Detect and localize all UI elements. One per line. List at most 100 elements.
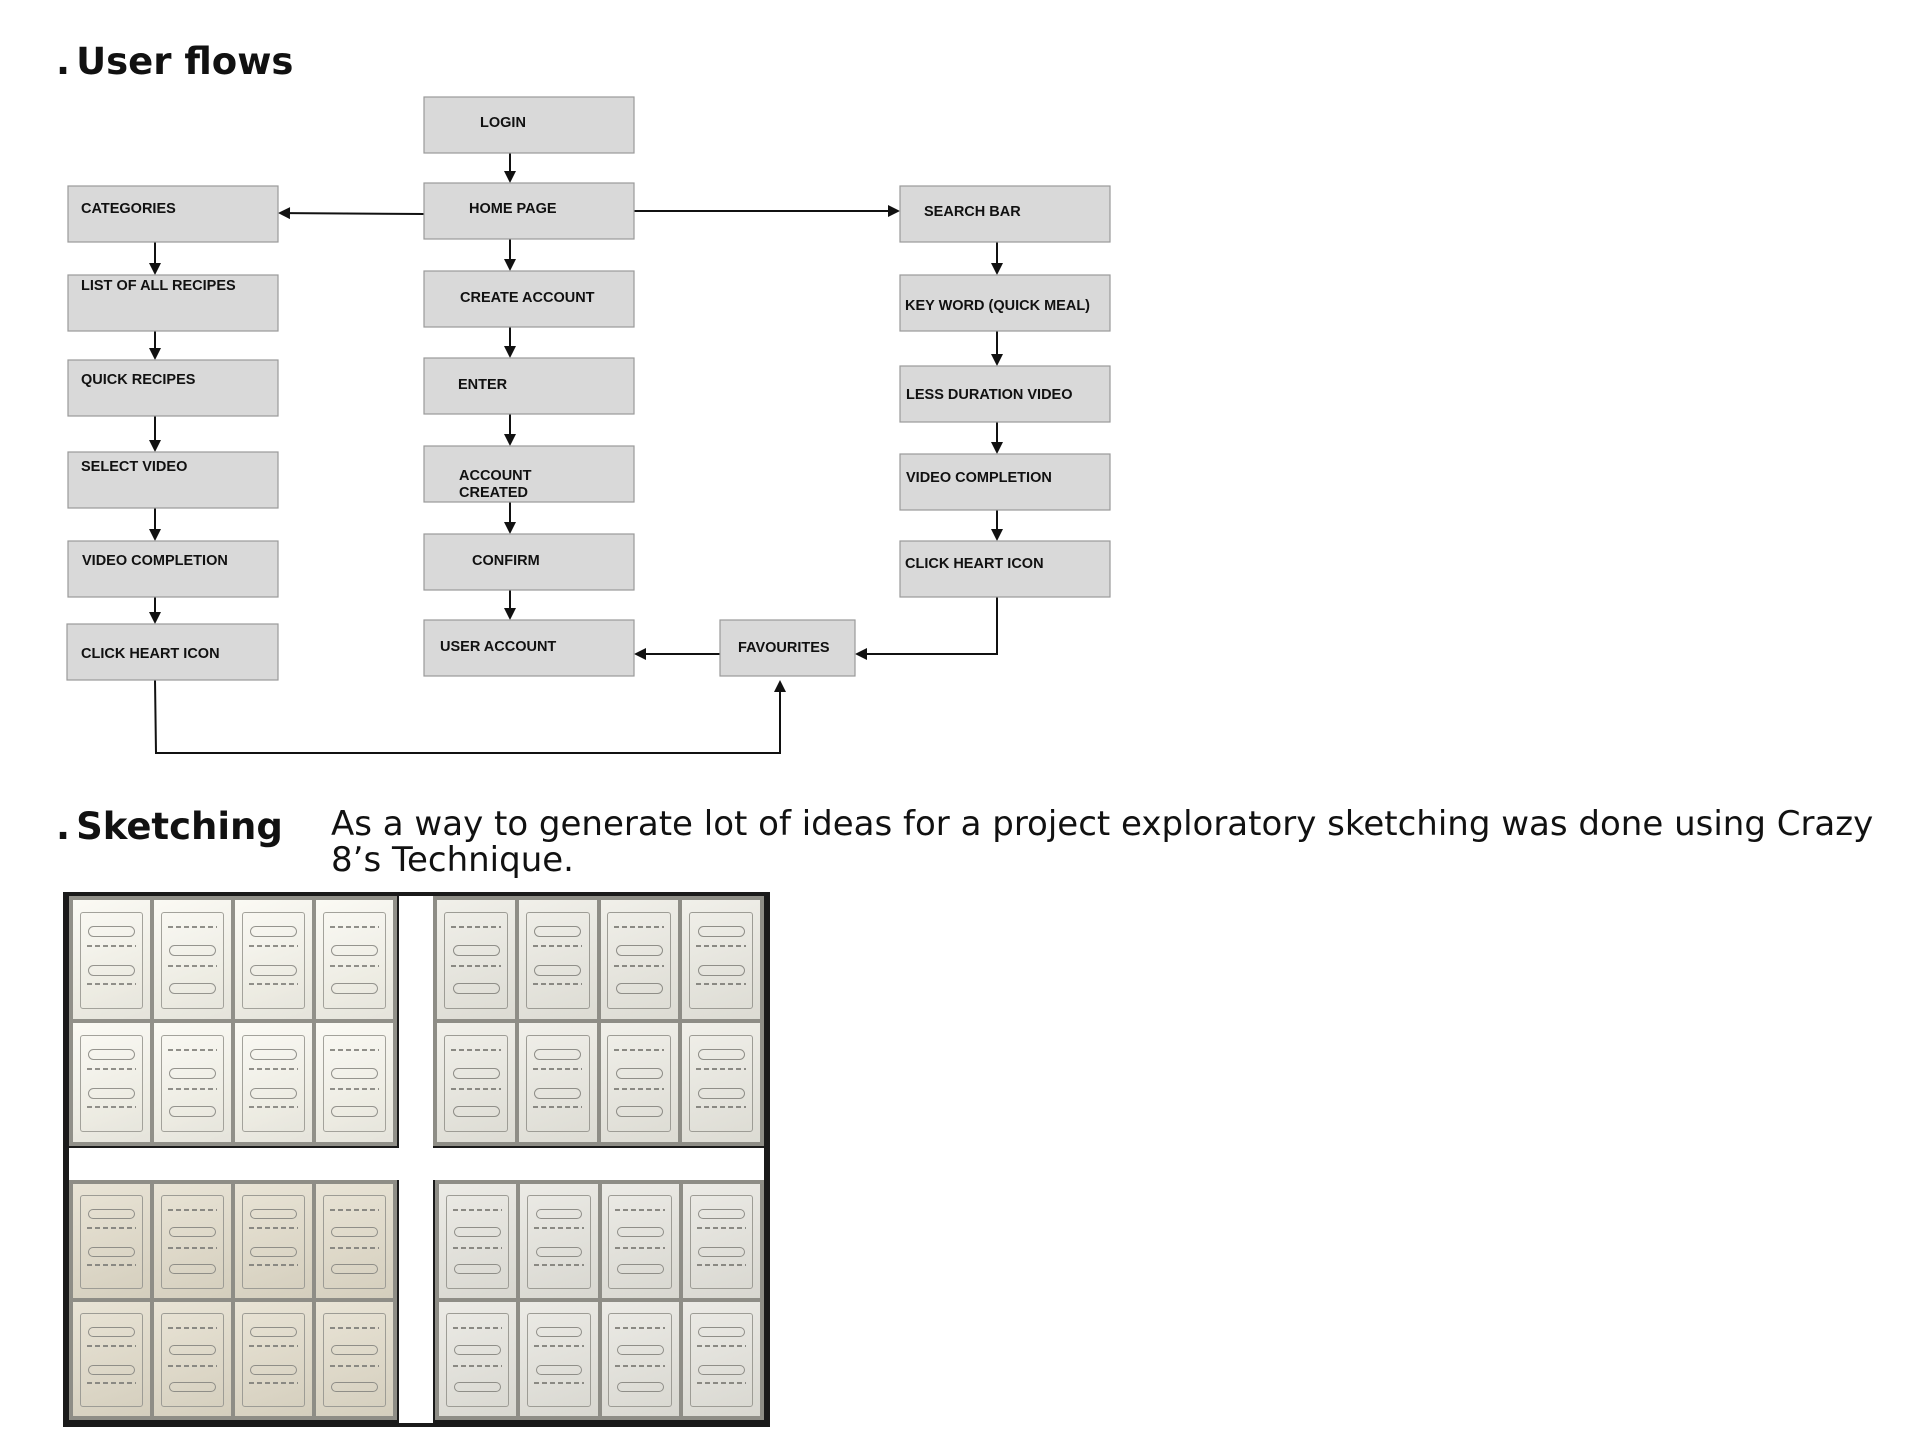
arrowhead-icon [991, 529, 1003, 541]
flow-arrow-video_completion_left-to-click_heart_icon_left [149, 597, 161, 624]
flow-node-box [67, 540, 279, 598]
flow-node-box [899, 365, 1111, 423]
sketch-phone-frame [79, 1034, 144, 1133]
sketch-sheet [316, 1302, 393, 1416]
sketch-element [698, 1364, 745, 1375]
sketch-element [88, 965, 136, 976]
flow-node-enter: ENTER [423, 357, 635, 415]
sketch-element [248, 1068, 299, 1071]
sketch-sheet [154, 1023, 231, 1142]
sketch-phone-frame [445, 1313, 510, 1407]
sketch-element [331, 1227, 379, 1238]
sketch-element [248, 1106, 299, 1109]
flow-node-label: CONFIRM [472, 553, 540, 569]
sketch-element [331, 945, 379, 956]
sketch-element [616, 1381, 664, 1392]
sketch-phone-frame [445, 1195, 510, 1289]
flow-node-box [423, 96, 635, 154]
flow-arrow-categories-to-list_of_all_recipes [149, 242, 161, 275]
sketch-element [534, 965, 582, 976]
sketch-photo-bottom-left [69, 1180, 397, 1420]
sketch-sheet [235, 1302, 312, 1416]
sketch-element [329, 965, 380, 968]
sketch-sheet [600, 1023, 679, 1142]
sketch-element [331, 1345, 379, 1356]
connector-line [867, 597, 998, 655]
sketch-sheet [518, 1023, 597, 1142]
sketch-element [697, 926, 745, 937]
sketch-element [169, 1381, 217, 1392]
sketch-phone-frame [322, 1034, 387, 1133]
sketch-element [534, 1345, 584, 1348]
sketch-element [86, 1068, 137, 1071]
sketch-element [248, 983, 299, 986]
flow-node-confirm: CONFIRM [423, 533, 635, 591]
sketch-element [534, 1088, 582, 1099]
sketch-phone-frame [607, 1034, 672, 1133]
flow-node-box [719, 619, 856, 677]
sketch-element [331, 1263, 379, 1274]
heading-bullet: . [56, 40, 71, 83]
sketch-element [696, 1263, 747, 1266]
flow-arrow-click_heart_icon_left-to-favourites [154, 679, 786, 754]
sketch-element [88, 1246, 136, 1257]
flow-node-quick-recipes: QUICK RECIPES [67, 359, 279, 417]
sketch-element [616, 945, 664, 956]
sketch-phone-frame [241, 1034, 306, 1133]
sketch-element [697, 1049, 745, 1060]
sketch-element [452, 1327, 503, 1330]
sketch-phone-frame [160, 1313, 225, 1407]
sketch-sheet [682, 1184, 760, 1298]
sketch-element [697, 1088, 745, 1099]
flow-arrow-confirm-to-user_account [504, 590, 516, 620]
flow-node-list-of-all-recipes: LIST OF ALL RECIPES [67, 274, 279, 332]
flow-node-label: CREATE ACCOUNT [460, 290, 595, 306]
sketch-element [167, 1209, 218, 1212]
sketch-sheet [154, 1184, 231, 1298]
sketch-element [331, 1106, 379, 1117]
sketch-element [450, 965, 501, 968]
sketch-sheet [682, 1023, 760, 1142]
sketch-element [532, 945, 583, 948]
arrowhead-icon [504, 346, 516, 358]
sketch-element [86, 945, 137, 948]
sketch-element [696, 1106, 746, 1109]
sketch-element [88, 1088, 136, 1099]
sketch-element [450, 1088, 501, 1091]
sketch-sheet [235, 900, 312, 1019]
sketch-element [169, 1227, 217, 1238]
sketch-sheet [682, 1302, 760, 1416]
sketch-element [331, 983, 379, 994]
sketch-element [534, 1263, 584, 1266]
sketch-phone-frame [525, 1034, 590, 1133]
sketch-element [614, 926, 665, 929]
sketch-phone-frame [322, 1313, 387, 1407]
sketch-sheet [154, 1302, 231, 1416]
flow-node-search-bar: SEARCH BAR [899, 185, 1111, 243]
flow-node-box [899, 453, 1111, 511]
connector-line [154, 679, 781, 754]
sketch-sheet [316, 1184, 393, 1298]
flow-arrow-key_word-to-less_duration_video [991, 331, 1003, 366]
sketch-element [331, 1381, 379, 1392]
sketch-element [167, 1088, 218, 1091]
sketch-photo-bottom-right [435, 1180, 764, 1420]
sketch-element [454, 1227, 502, 1238]
sketch-element [697, 965, 745, 976]
sketch-element [452, 1364, 503, 1367]
flow-node-video-completion-left: VIDEO COMPLETION [67, 540, 279, 598]
sketch-phone-frame [527, 1195, 591, 1289]
sketch-element [616, 1106, 664, 1117]
arrowhead-icon [149, 440, 161, 452]
flow-arrow-favourites-to-user_account [634, 648, 720, 660]
sketching-title: Sketching [76, 805, 283, 848]
flow-node-label: ACCOUNT [459, 468, 532, 484]
arrowhead-icon [149, 612, 161, 624]
sketch-element [698, 1246, 745, 1257]
sketch-element [616, 1263, 664, 1274]
flow-node-label: FAVOURITES [738, 640, 830, 656]
flow-arrow-home_page-to-search_bar [634, 205, 900, 217]
flow-node-key-word: KEY WORD (QUICK MEAL) [899, 274, 1111, 332]
sketch-element [167, 926, 218, 929]
arrowhead-icon [149, 348, 161, 360]
